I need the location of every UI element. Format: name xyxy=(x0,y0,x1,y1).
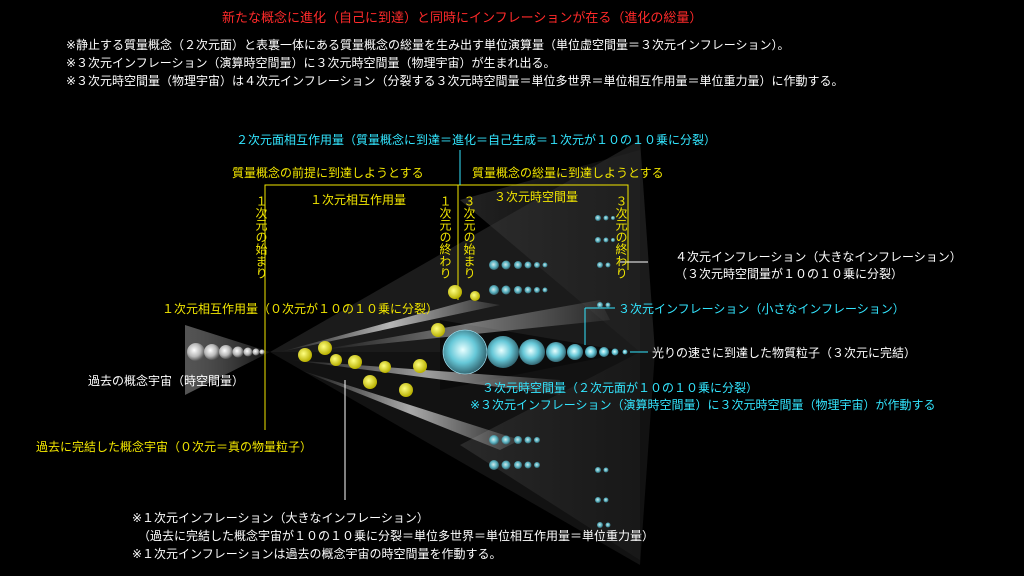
label-4d-inflation-2: （３次元時空間量が１０の１０乗に分裂） xyxy=(675,267,904,281)
label-1d-interaction-0d: １次元相互作用量（０次元が１０の１０乗に分裂） xyxy=(162,302,439,316)
label-light-speed: 光りの速さに到達した物質粒子（３次元に完結） xyxy=(652,346,917,360)
beam-2 xyxy=(290,360,560,395)
vert-1d-start: １次元の始まり xyxy=(254,195,268,279)
vert-3d-end: ３次元の終わり xyxy=(614,195,628,279)
vert-1d-end: １次元の終わり xyxy=(438,195,452,279)
past-spheres xyxy=(187,343,265,361)
header-note-3: ※３次元時空間量（物理宇宙）は４次元インフレーション（分裂する３次元時空間量＝単… xyxy=(66,74,844,88)
vert-3d-start: ３次元の始まり xyxy=(462,195,476,279)
multiverse-upper xyxy=(489,215,615,308)
header-note-1: ※静止する質量概念（２次元面）と表裏一体にある質量概念の総量を生み出す単位演算量… xyxy=(66,38,790,52)
label-3d-spacetime-top: ３次元時空間量 xyxy=(494,190,579,204)
page-title: 新たな概念に進化（自己に到達）と同時にインフレーションが在る（進化の総量） xyxy=(222,11,703,26)
label-4d-inflation-1: ４次元インフレーション（大きなインフレーション） xyxy=(675,250,962,264)
yellow-frame xyxy=(264,184,629,420)
footer-note-3: ※１次元インフレーションは過去の概念宇宙の時空間量を作動する。 xyxy=(132,547,502,561)
label-premise: 質量概念の前提に到達しようとする xyxy=(232,166,424,180)
yellow-spheres xyxy=(298,285,480,397)
beam-4 xyxy=(320,300,610,350)
spacetime-spheres xyxy=(442,329,628,375)
footer-note-1: ※１次元インフレーション（大きなインフレーション） xyxy=(132,511,429,525)
inner-cone-lower xyxy=(460,352,640,560)
multiverse-lower xyxy=(489,435,611,528)
label-past-universe: 過去の概念宇宙（時空間量） xyxy=(88,374,245,388)
label-total: 質量概念の総量に到達しようとする xyxy=(472,166,664,180)
label-3d-spacetime-split: ３次元時空間量（２次元面が１０の１０乗に分裂） xyxy=(482,381,759,395)
label-3d-inflation-acts: ※３次元インフレーション（演算時空間量）に３次元時空間量（物理宇宙）が作動する xyxy=(470,398,936,412)
label-1d-interaction: １次元相互作用量 xyxy=(310,193,407,207)
label-past-complete: 過去に完結した概念宇宙（０次元＝真の物量粒子） xyxy=(36,440,313,454)
beam-3 xyxy=(300,370,520,450)
header-note-2: ※３次元インフレーション（演算時空間量）に３次元時空間量（物理宇宙）が生まれ出る… xyxy=(66,56,556,70)
footer-note-2: （過去に完結した概念宇宙が１０の１０乗に分裂＝単位多世界＝単位相互作用量＝単位重… xyxy=(138,529,655,543)
label-2d-interaction: ２次元面相互作用量（質量概念に到達＝進化＝自己生成＝１次元が１０の１０乗に分裂） xyxy=(236,133,717,147)
past-universe-cone xyxy=(185,325,270,395)
beam-1 xyxy=(280,300,500,352)
label-3d-inflation-small: ３次元インフレーション（小さなインフレーション） xyxy=(618,302,905,316)
